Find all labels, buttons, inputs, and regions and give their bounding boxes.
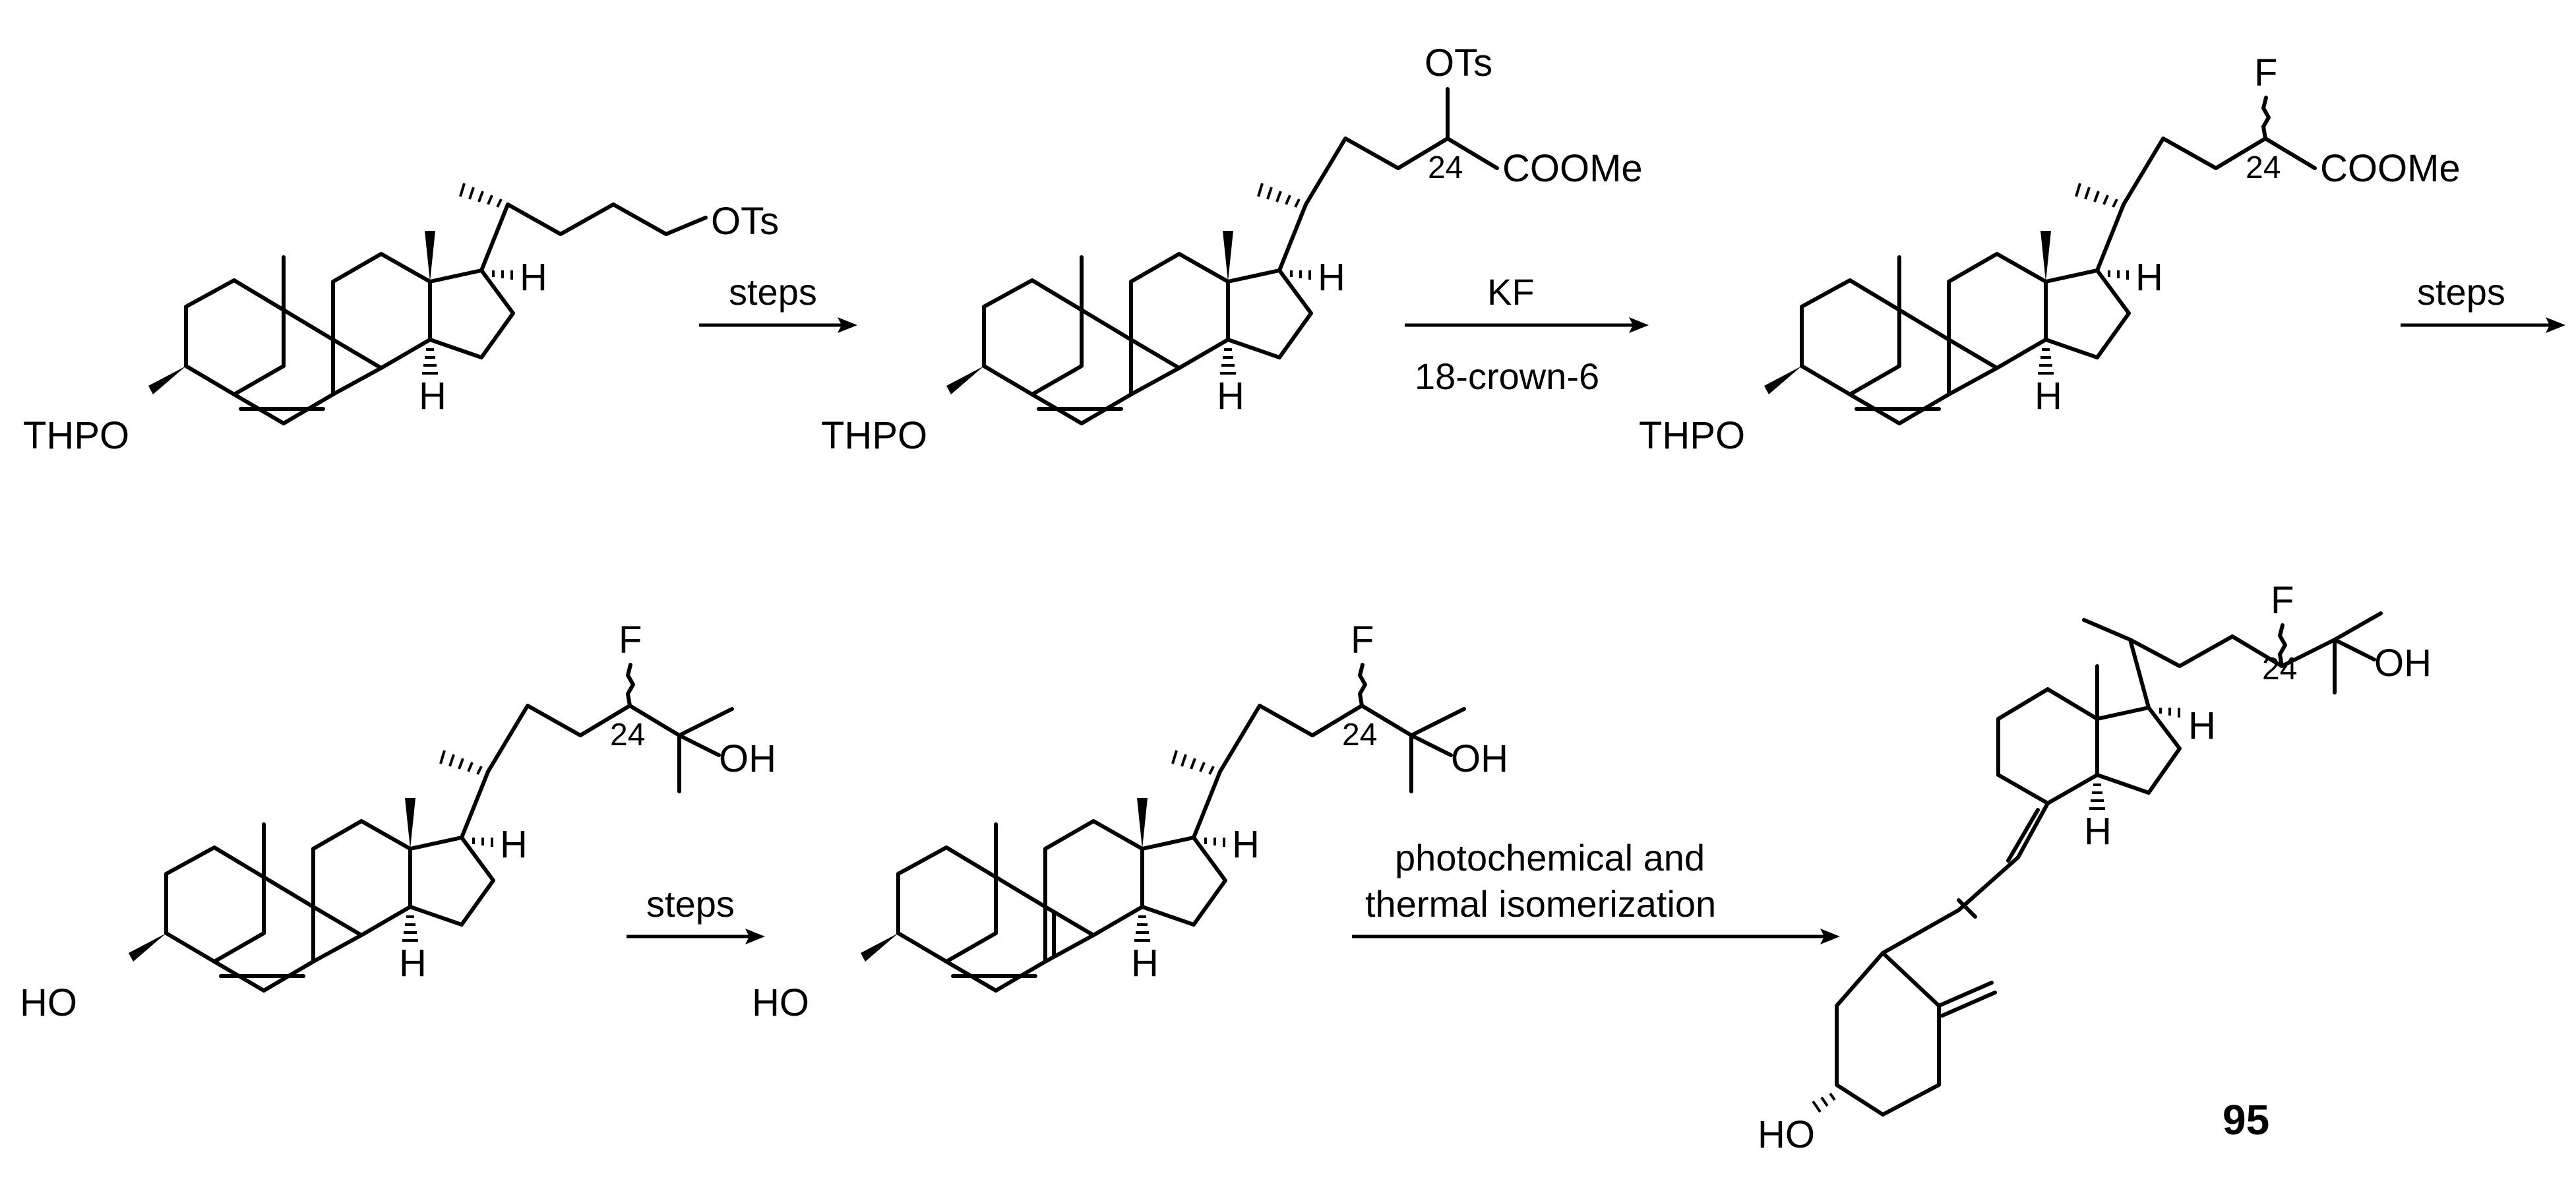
- h-label-c17: H: [500, 823, 528, 866]
- hydroxyl-label: OH: [719, 737, 776, 780]
- arrow-4: steps: [627, 883, 765, 944]
- oxygen-label: THPO: [821, 414, 927, 457]
- h-label-c14: H: [2035, 375, 2062, 417]
- arrow-5: photochemical and thermal isomerization: [1352, 837, 1840, 944]
- structure-4: HO H H F OH 24: [20, 619, 776, 1024]
- position-label: 24: [2246, 150, 2281, 185]
- h-label-c14: H: [2084, 810, 2112, 853]
- oxygen-label: HO: [1758, 1113, 1815, 1156]
- ester-label: COOMe: [1502, 147, 1643, 190]
- position-label: 24: [610, 718, 645, 752]
- h-label-c14: H: [1131, 942, 1159, 985]
- arrow-4-reagent: steps: [646, 883, 735, 925]
- fluorine-label: F: [1351, 619, 1374, 661]
- arrow-5-condition-2: thermal isomerization: [1365, 883, 1716, 925]
- arrow-1: steps: [699, 271, 857, 333]
- arrow-2-reagent: KF: [1487, 271, 1535, 313]
- fluorine-label: F: [2271, 579, 2294, 622]
- oxygen-label: HO: [20, 981, 77, 1024]
- h-label-c17: H: [520, 256, 547, 299]
- compound-number: 95: [2223, 1096, 2269, 1144]
- arrow-2: KF 18-crown-6: [1405, 271, 1649, 397]
- ots-label: OTs: [1425, 42, 1492, 84]
- structure-6: HO H H F OH 24 95: [1758, 579, 2432, 1156]
- oxygen-label: HO: [752, 981, 809, 1024]
- position-label: 24: [1342, 718, 1377, 752]
- position-label: 24: [2262, 652, 2297, 687]
- fluorine-label: F: [619, 619, 642, 661]
- position-label: 24: [1428, 150, 1463, 185]
- ester-label: COOMe: [2320, 147, 2461, 190]
- arrow-3: steps: [2401, 271, 2565, 333]
- oxygen-label: THPO: [23, 414, 129, 457]
- oxygen-label: THPO: [1639, 414, 1745, 457]
- structure-5: HO H H F OH 24: [752, 619, 1508, 1024]
- h-label-c14: H: [419, 375, 446, 417]
- ots-label: OTs: [711, 200, 779, 243]
- h-label-c17: H: [2135, 256, 2163, 299]
- structure-2: THPO H H OTs COOMe 24: [821, 42, 1643, 457]
- h-label-c14: H: [1217, 375, 1244, 417]
- hydroxyl-label: OH: [1451, 737, 1508, 780]
- structure-1: THPO H H OTs: [23, 183, 779, 457]
- arrow-2-additive: 18-crown-6: [1415, 355, 1599, 397]
- hydroxyl-label: OH: [2374, 642, 2432, 685]
- arrow-1-reagent: steps: [729, 271, 817, 313]
- h-label-c17: H: [2188, 704, 2216, 747]
- h-label-c17: H: [1318, 256, 1345, 299]
- h-label-c17: H: [1232, 823, 1260, 866]
- structure-3: THPO H H F COOMe 24: [1639, 51, 2461, 457]
- h-label-c14: H: [399, 942, 427, 985]
- arrow-5-condition-1: photochemical and: [1395, 837, 1705, 878]
- arrow-3-reagent: steps: [2417, 271, 2505, 313]
- fluorine-label: F: [2254, 51, 2277, 94]
